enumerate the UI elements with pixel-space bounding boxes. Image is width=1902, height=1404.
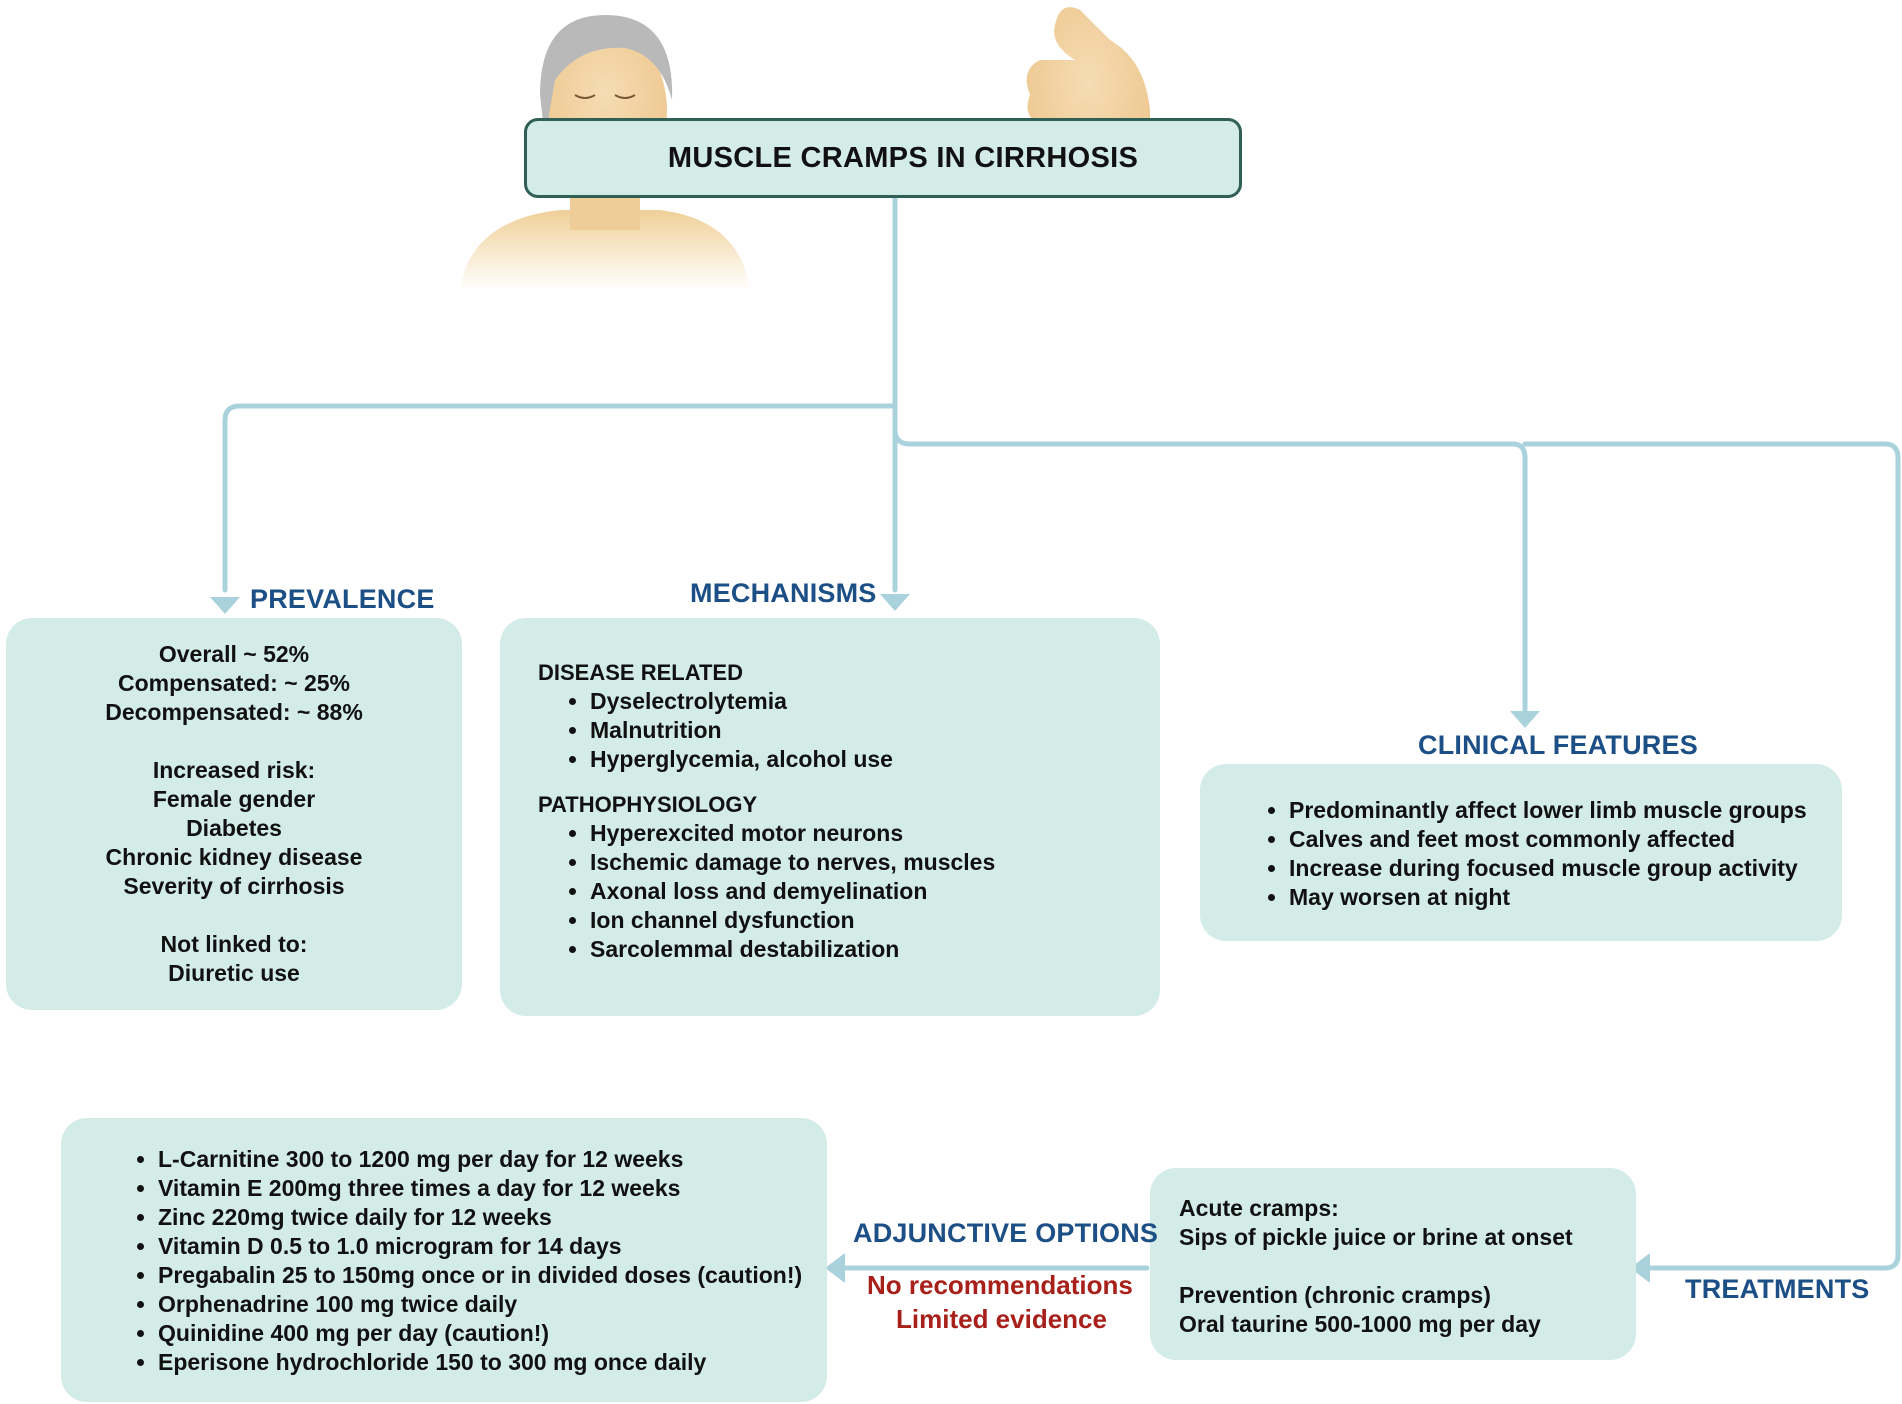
prevalence-box: Overall ~ 52% Compensated: ~ 25% Decompens… bbox=[6, 618, 462, 1010]
limited-evidence-note: Limited evidence bbox=[896, 1304, 1107, 1334]
prevalence-line: Diabetes bbox=[186, 815, 282, 841]
pathophysiology-item: Ischemic damage to nerves, muscles bbox=[590, 848, 1160, 877]
adjunctive-option-item: Vitamin E 200mg three times a day for 12… bbox=[158, 1174, 827, 1203]
arrow-to-clinical bbox=[892, 427, 1528, 713]
clinical-features-heading: CLINICAL FEATURES bbox=[1418, 730, 1698, 760]
prevalence-line: Overall ~ 52% bbox=[158, 641, 310, 667]
adjunctive-option-item: Pregabalin 25 to 150mg once or in divide… bbox=[158, 1261, 827, 1290]
adjunctive-option-item: Vitamin D 0.5 to 1.0 microgram for 14 da… bbox=[158, 1232, 827, 1261]
title-box: MUSCLE CRAMPS IN CIRRHOSIS bbox=[524, 118, 1242, 198]
prevalence-line: Compensated: ~ 25% bbox=[118, 670, 350, 696]
adjunctive-box: L-Carnitine 300 to 1200 mg per day for 1… bbox=[61, 1118, 827, 1402]
arrow-to-prevalence bbox=[222, 403, 898, 593]
prevalence-line: Not linked to: bbox=[160, 931, 308, 957]
adjunctive-options-list: L-Carnitine 300 to 1200 mg per day for 1… bbox=[61, 1145, 827, 1377]
pathophysiology-title: PATHOPHYSIOLOGY bbox=[538, 792, 758, 817]
no-recommendations-note: No recommendations bbox=[867, 1270, 1133, 1300]
arrow-to-treatments bbox=[1522, 441, 1901, 1271]
prevalence-line: Female gender bbox=[152, 786, 316, 812]
prevalence-lines: Overall ~ 52% Compensated: ~ 25% Decompens… bbox=[6, 640, 462, 988]
disease-related-list: DyselectrolytemiaMalnutritionHyperglycem… bbox=[538, 687, 1160, 774]
clinical-feature-item: Increase during focused muscle group act… bbox=[1289, 854, 1842, 883]
disease-related-item: Dyselectrolytemia bbox=[590, 687, 1160, 716]
adjunctive-option-item: Quinidine 400 mg per day (caution!) bbox=[158, 1319, 827, 1348]
clinical-features-list: Predominantly affect lower limb muscle g… bbox=[1200, 796, 1842, 912]
treatments-box: Acute cramps: Sips of pickle juice or bri… bbox=[1150, 1168, 1636, 1360]
clinical-features-box: Predominantly affect lower limb muscle g… bbox=[1200, 764, 1842, 941]
disease-related-item: Hyperglycemia, alcohol use bbox=[590, 745, 1160, 774]
pathophysiology-list: Hyperexcited motor neuronsIschemic damag… bbox=[538, 819, 1160, 964]
adjunctive-option-item: Orphenadrine 100 mg twice daily bbox=[158, 1290, 827, 1319]
mechanisms-box: DISEASE RELATED DyselectrolytemiaMalnutr… bbox=[500, 618, 1160, 1016]
prevalence-heading: PREVALENCE bbox=[250, 584, 435, 614]
prevalence-line bbox=[6, 727, 462, 756]
prevalence-line: Severity of cirrhosis bbox=[123, 873, 345, 899]
treatment-line: Sips of pickle juice or brine at onset bbox=[1179, 1224, 1573, 1250]
treatment-line: Acute cramps: bbox=[1179, 1195, 1339, 1221]
pathophysiology-item: Ion channel dysfunction bbox=[590, 906, 1160, 935]
disease-related-title: DISEASE RELATED bbox=[538, 660, 743, 685]
pathophysiology-item: Hyperexcited motor neurons bbox=[590, 819, 1160, 848]
prevalence-line: Increased risk: bbox=[152, 757, 316, 783]
treatments-heading: TREATMENTS bbox=[1685, 1274, 1870, 1304]
treatment-line: Prevention (chronic cramps) bbox=[1179, 1282, 1491, 1308]
prevalence-line: Decompensated: ~ 88% bbox=[105, 699, 363, 725]
disease-related-item: Malnutrition bbox=[590, 716, 1160, 745]
prevalence-line: Chronic kidney disease bbox=[105, 844, 363, 870]
treatment-line bbox=[1179, 1252, 1636, 1281]
adjunctive-option-item: L-Carnitine 300 to 1200 mg per day for 1… bbox=[158, 1145, 827, 1174]
clinical-feature-item: May worsen at night bbox=[1289, 883, 1842, 912]
clinical-feature-item: Calves and feet most commonly affected bbox=[1289, 825, 1842, 854]
prevalence-line bbox=[6, 901, 462, 930]
adjunctive-option-item: Eperisone hydrochloride 150 to 300 mg on… bbox=[158, 1348, 827, 1377]
diagram-title: MUSCLE CRAMPS IN CIRRHOSIS bbox=[667, 141, 1139, 174]
pathophysiology-item: Sarcolemmal destabilization bbox=[590, 935, 1160, 964]
treatment-line: Oral taurine 500-1000 mg per day bbox=[1179, 1311, 1541, 1337]
clinical-feature-item: Predominantly affect lower limb muscle g… bbox=[1289, 796, 1842, 825]
treatments-lines: Acute cramps: Sips of pickle juice or bri… bbox=[1179, 1194, 1636, 1339]
pathophysiology-item: Axonal loss and demyelination bbox=[590, 877, 1160, 906]
adjunctive-heading: ADJUNCTIVE OPTIONS bbox=[853, 1218, 1159, 1248]
adjunctive-option-item: Zinc 220mg twice daily for 12 weeks bbox=[158, 1203, 827, 1232]
mechanisms-heading: MECHANISMS bbox=[690, 578, 877, 608]
prevalence-line: Diuretic use bbox=[168, 960, 300, 986]
